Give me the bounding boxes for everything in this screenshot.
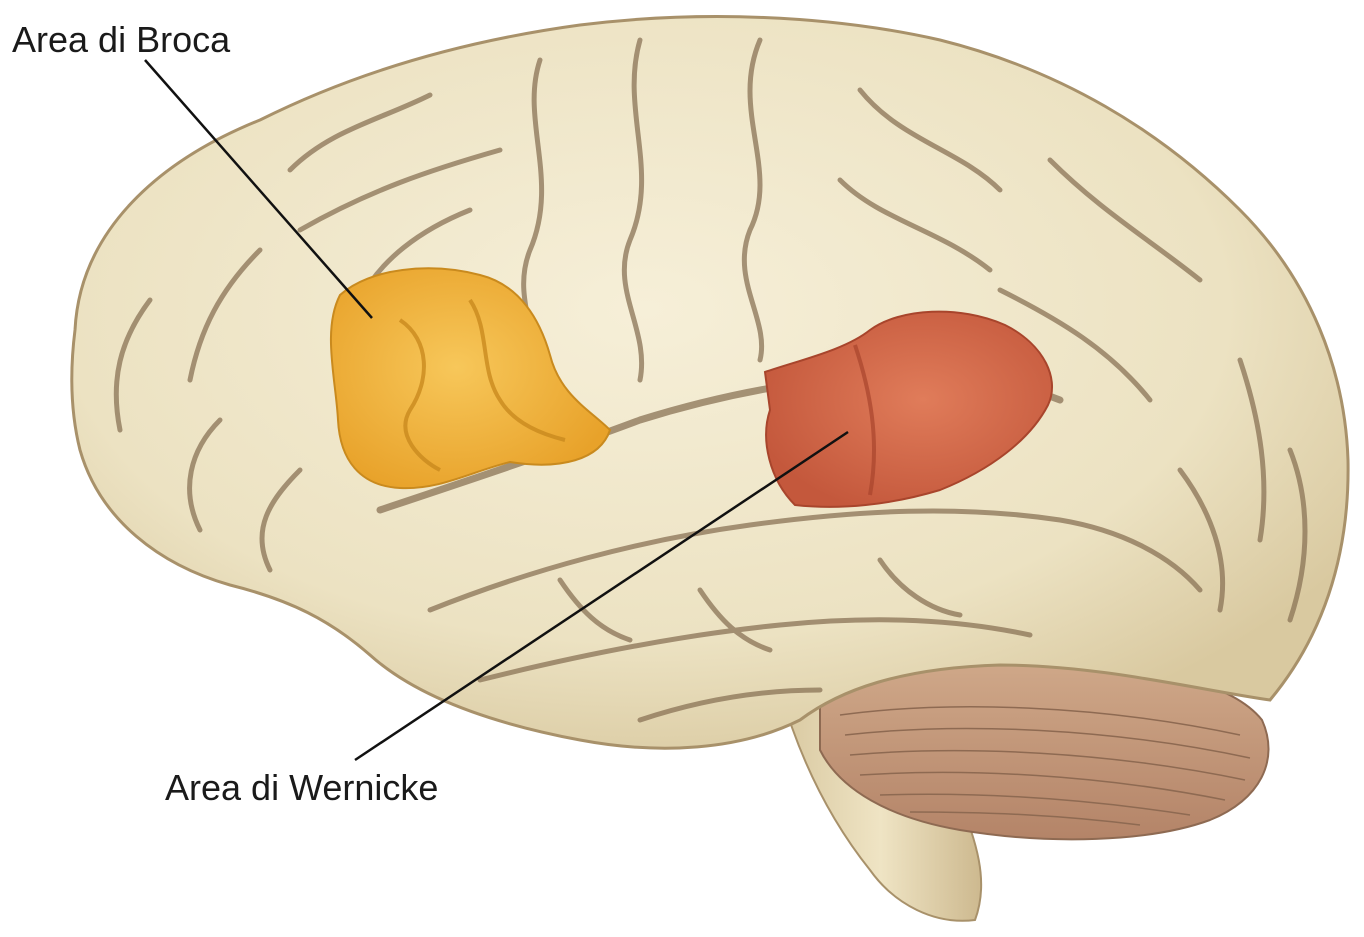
wernicke-label: Area di Wernicke xyxy=(165,770,438,806)
broca-label: Area di Broca xyxy=(12,22,230,58)
cerebral-cortex xyxy=(72,17,1348,749)
